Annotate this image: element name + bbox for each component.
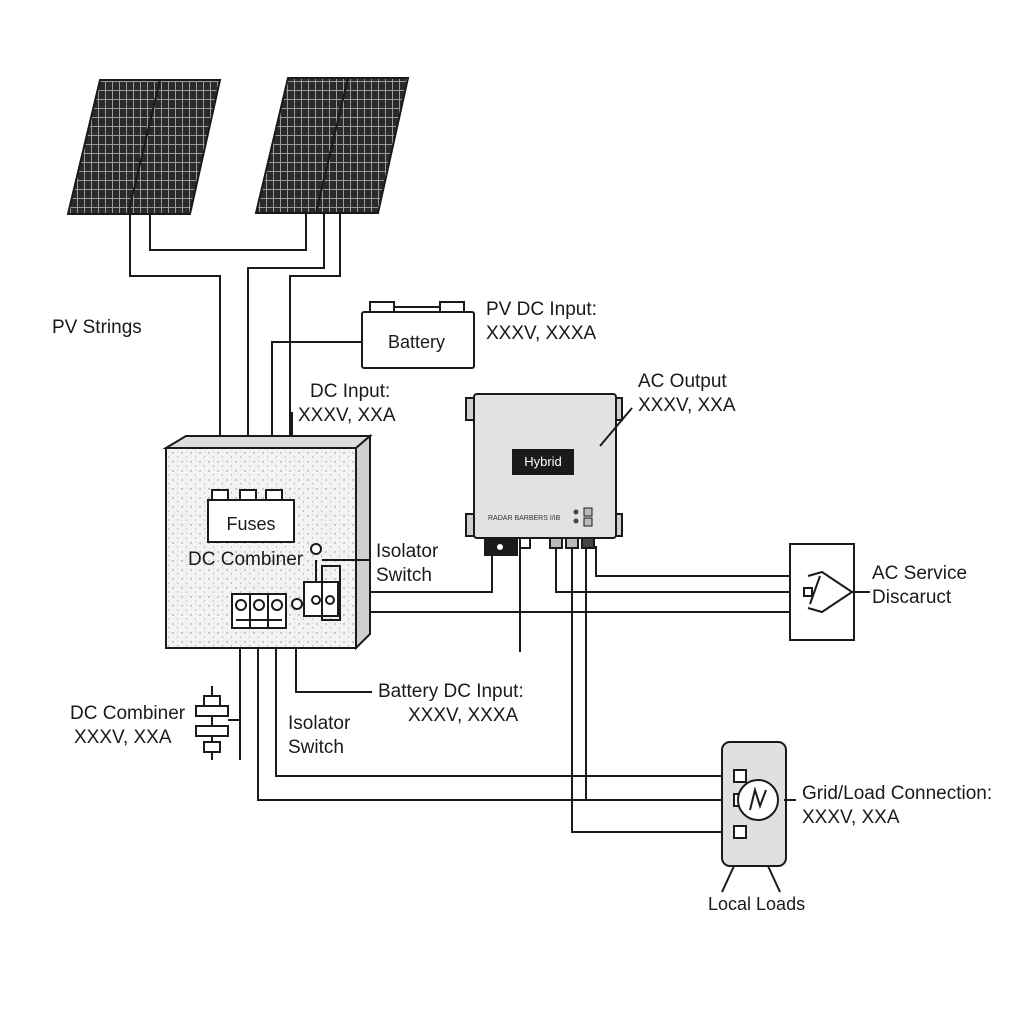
dc-combiner-bottom-rating: XXXV, XXA: [74, 727, 172, 748]
dc-input-label: DC Input: XXXV, XXA: [298, 380, 396, 428]
ac-service-label: AC Service Discaruct: [872, 562, 967, 610]
local-loads-label: Local Loads: [708, 894, 806, 914]
terminal-block-icon: [231, 593, 303, 629]
dc-combiner-bottom-title: DC Combiner: [70, 703, 186, 724]
isolator-switch-icon: [303, 543, 370, 621]
isolator-switch-bottom-line1: Isolator: [288, 713, 351, 734]
ac-output-title: AC Output: [638, 371, 727, 392]
battery-dc-input-title: Battery DC Input:: [378, 681, 524, 702]
isolator-switch-bottom-line2: Switch: [288, 737, 344, 758]
pv-dc-input-rating: XXXV, XXXA: [486, 323, 597, 344]
pv-dc-input-label: PV DC Input: XXXV, XXXA: [486, 298, 597, 346]
dc-combiner-icon: [195, 686, 229, 760]
pv-dc-input-title: PV DC Input:: [486, 299, 597, 320]
ac-disconnect-icon: [789, 543, 870, 641]
hybrid-inverter-icon: [465, 393, 623, 556]
grid-load-label: Grid/Load Connection: XXXV, XXA: [802, 782, 992, 830]
battery-dc-input-rating: XXXV, XXXA: [408, 705, 519, 726]
hybrid-badge: Hybrid: [524, 454, 562, 469]
fuse-block-icon: [207, 489, 295, 543]
isolator-switch-bottom-label: Isolator Switch: [288, 712, 350, 760]
inverter-model-text: RADAR BARBERS I/IB: [488, 515, 561, 522]
ac-service-line2: Discaruct: [872, 587, 952, 608]
fuses-label: Fuses: [226, 514, 276, 534]
isolator-switch-top-line2: Switch: [376, 565, 432, 586]
load-icon: [721, 741, 787, 893]
isolator-switch-top-line1: Isolator: [376, 541, 439, 562]
grid-load-rating: XXXV, XXA: [802, 807, 900, 828]
battery-label: Battery: [388, 332, 446, 352]
solar-panel-icon: [66, 77, 410, 215]
isolator-switch-top-label: Isolator Switch: [376, 540, 438, 588]
grid-load-title: Grid/Load Connection:: [802, 783, 993, 804]
ac-service-line1: AC Service: [872, 563, 968, 584]
ac-output-label: AC Output XXXV, XXA: [638, 370, 736, 418]
ac-output-rating: XXXV, XXA: [638, 395, 736, 416]
dc-input-rating: XXXV, XXA: [298, 405, 396, 426]
pv-strings-label: PV Strings: [52, 317, 142, 338]
battery-dc-input-label: Battery DC Input: XXXV, XXXA: [378, 680, 524, 728]
dc-input-title: DC Input:: [310, 381, 391, 402]
ac-output-leader: [599, 407, 633, 447]
dc-combiner-bottom-label: DC Combiner XXXV, XXA: [70, 702, 185, 750]
battery-icon: [361, 301, 475, 369]
dc-combiner-box-label: DC Combiner: [188, 549, 304, 570]
